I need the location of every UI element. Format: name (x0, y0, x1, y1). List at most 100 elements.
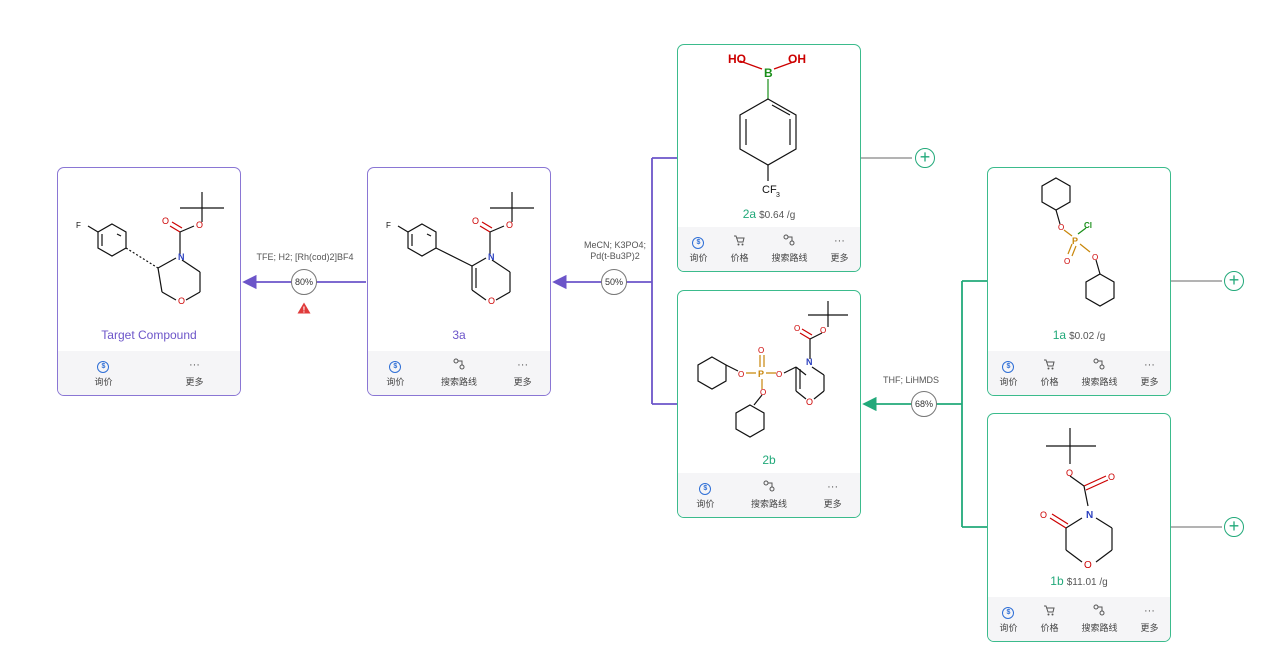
reaction-3-yield[interactable]: 68% (911, 391, 937, 417)
2a-actions: $询价 价格 搜索路线 ···更多 (678, 227, 860, 271)
svg-text:O: O (806, 397, 813, 407)
svg-text:O: O (1108, 472, 1115, 482)
svg-text:N: N (1086, 510, 1093, 521)
1b-price: $11.01 /g (1066, 577, 1108, 588)
1b-inquiry-button[interactable]: $询价 (999, 607, 1018, 633)
route-icon (453, 358, 465, 370)
2a-more-button[interactable]: ···更多 (830, 235, 849, 263)
2a-price: $0.64 /g (759, 210, 796, 221)
svg-text:O: O (738, 370, 744, 379)
2b-search-route-button[interactable]: 搜索路线 (751, 480, 787, 510)
expand-1b-plus-icon[interactable]: + (1224, 517, 1244, 537)
2a-inquiry-button[interactable]: $询价 (689, 237, 708, 263)
more-icon: ··· (517, 359, 529, 371)
svg-text:OH: OH (788, 52, 806, 66)
svg-text:N: N (806, 357, 813, 367)
intermediate-3a-card[interactable]: F N O O O 3a $询价 搜索路线 ···更多 (367, 167, 551, 396)
3a-inquiry-button[interactable]: $询价 (386, 361, 405, 387)
svg-text:O: O (776, 370, 782, 379)
svg-text:O: O (1066, 468, 1073, 478)
2a-search-route-button[interactable]: 搜索路线 (771, 234, 808, 264)
reaction-2-conditions-line2: Pd(t-Bu3P)2 (590, 251, 640, 261)
2b-more-button[interactable]: ···更多 (823, 481, 842, 509)
dollar-icon: $ (699, 483, 712, 495)
svg-text:!: ! (303, 306, 306, 315)
1b-structure: O O N O O (1040, 428, 1115, 571)
more-icon: ··· (1143, 359, 1155, 371)
cart-icon (1044, 359, 1056, 370)
target-more-button[interactable]: ···更多 (185, 359, 204, 387)
svg-text:CF: CF (762, 184, 777, 196)
more-icon: ··· (1143, 605, 1155, 617)
expand-1a-plus-icon[interactable]: + (1224, 271, 1244, 291)
reaction-1-yield[interactable]: 80% (291, 269, 317, 295)
3a-code: 3a (452, 328, 466, 342)
intermediate-2b-card[interactable]: O P O O O N O O O 2b $询价 搜索路线 ···更多 (677, 290, 861, 518)
3a-structure: F N O O O (386, 192, 534, 306)
svg-text:HO: HO (728, 52, 746, 66)
svg-text:O: O (488, 296, 495, 306)
route-icon (763, 480, 775, 492)
1a-code: 1a (1052, 328, 1067, 342)
reagent-2a-card[interactable]: HO OH B CF 3 2a $0.64 /g $询价 价格 搜索路线 ···… (677, 44, 861, 272)
target-compound-label: Target Compound (101, 328, 197, 342)
expand-2a-plus-icon[interactable]: + (915, 148, 935, 168)
svg-text:O: O (1092, 253, 1098, 262)
1a-price-button[interactable]: 价格 (1040, 358, 1059, 388)
2b-inquiry-button[interactable]: $询价 (696, 483, 715, 509)
target-structure: F N O O O (76, 192, 224, 306)
1a-actions: $询价 价格 搜索路线 ···更多 (988, 351, 1170, 395)
cart-icon (1044, 605, 1056, 616)
1a-price: $0.02 /g (1069, 331, 1106, 342)
more-icon: ··· (827, 481, 839, 493)
reaction-2-conditions-line1: MeCN; K3PO4; (583, 240, 647, 250)
svg-text:O: O (1084, 560, 1092, 571)
2a-structure: HO OH B CF 3 (728, 52, 806, 199)
1a-more-button[interactable]: ···更多 (1140, 359, 1159, 387)
1a-inquiry-button[interactable]: $询价 (999, 361, 1018, 387)
target-compound-card[interactable]: F N O O O Target Compound $询价 ···更多 (57, 167, 241, 396)
2b-code: 2b (762, 453, 776, 467)
3a-search-route-button[interactable]: 搜索路线 (441, 358, 477, 388)
1b-price-button[interactable]: 价格 (1040, 604, 1059, 634)
dollar-icon: $ (389, 361, 402, 373)
1b-search-route-button[interactable]: 搜索路线 (1081, 604, 1118, 634)
svg-text:F: F (76, 221, 81, 230)
reaction-2-conditions: MeCN; K3PO4; Pd(t-Bu3P)2 (560, 240, 670, 262)
dollar-icon: $ (1002, 361, 1015, 373)
svg-text:O: O (472, 216, 479, 226)
more-icon: ··· (188, 359, 200, 371)
svg-text:O: O (1040, 510, 1047, 520)
target-inquiry-button[interactable]: $询价 (94, 361, 113, 387)
2a-price-button[interactable]: 价格 (730, 234, 749, 264)
target-actions: $询价 ···更多 (58, 351, 240, 395)
svg-text:F: F (386, 221, 391, 230)
1a-search-route-button[interactable]: 搜索路线 (1081, 358, 1118, 388)
1b-more-button[interactable]: ···更多 (1140, 605, 1159, 633)
reaction-2-yield[interactable]: 50% (601, 269, 627, 295)
reagent-1a-card[interactable]: O P Cl O O 1a $0.02 /g $询价 价格 搜索路线 ···更多 (987, 167, 1171, 396)
svg-text:O: O (178, 296, 185, 306)
1b-actions: $询价 价格 搜索路线 ···更多 (988, 597, 1170, 641)
2b-actions: $询价 搜索路线 ···更多 (678, 473, 860, 517)
more-icon: ··· (833, 235, 845, 247)
svg-text:O: O (162, 216, 169, 226)
2b-structure: O P O O O N O O O (697, 301, 848, 438)
svg-text:P: P (758, 369, 764, 379)
reagent-1b-card[interactable]: O O N O O 1b $11.01 /g $询价 价格 搜索路线 ···更多 (987, 413, 1171, 642)
cart-icon (734, 235, 746, 246)
3a-actions: $询价 搜索路线 ···更多 (368, 351, 550, 395)
svg-text:O: O (760, 388, 766, 397)
svg-text:O: O (820, 326, 826, 335)
warning-icon[interactable]: ! (297, 302, 311, 314)
dollar-icon: $ (692, 237, 705, 249)
1a-structure: O P Cl O O (1041, 177, 1115, 307)
reaction-3-conditions: THF; LiHMDS (883, 375, 939, 385)
3a-more-button[interactable]: ···更多 (513, 359, 532, 387)
svg-text:O: O (794, 324, 800, 333)
dollar-icon: $ (1002, 607, 1015, 619)
route-icon (783, 234, 795, 246)
svg-text:O: O (196, 220, 203, 230)
1b-code: 1b (1050, 574, 1064, 588)
reaction-1-conditions: TFE; H2; [Rh(cod)2]BF4 (256, 252, 354, 262)
